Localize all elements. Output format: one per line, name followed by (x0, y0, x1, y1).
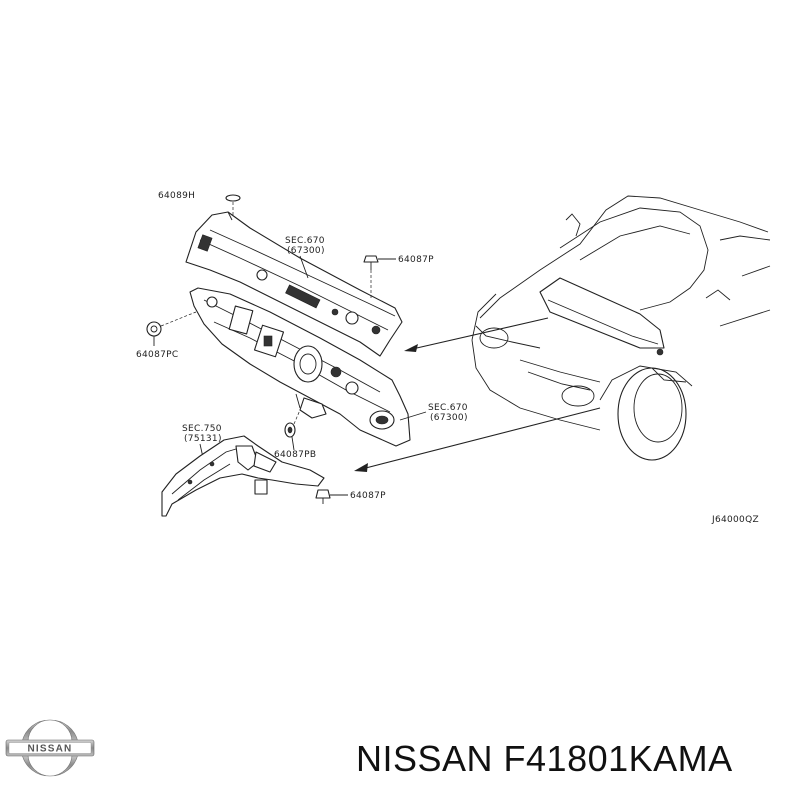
label-top-partial: 64089H (158, 191, 195, 201)
clip-64087PC (146, 311, 197, 346)
clip-64087P-top (363, 255, 396, 298)
label-sec670-top: SEC.670 (285, 236, 325, 246)
label-clip-64087P-top: 64087P (398, 255, 434, 265)
label-diagram-code: J64000QZ (711, 515, 759, 525)
arrow-to-bracket (354, 407, 601, 472)
label-sec750-ref: (75131) (184, 434, 222, 444)
label-sec670-mid-ref: (67300) (430, 413, 468, 423)
clip-64087P-bottom (315, 489, 348, 504)
part-number-title: NISSAN F41801KAMA (356, 738, 733, 779)
label-clip-64087P-bottom: 64087P (350, 491, 386, 501)
arrow-to-cowl (404, 317, 549, 352)
top-screw (225, 194, 241, 222)
side-bracket (161, 435, 325, 517)
dash-lower-panel (189, 287, 411, 447)
label-sec750: SEC.750 (182, 424, 222, 434)
nissan-logo-text: NISSAN (28, 744, 73, 755)
label-sec670-top-ref: (67300) (287, 246, 325, 256)
car-front-illustration (471, 195, 771, 461)
label-clip-64087PB: 64087PB (274, 450, 316, 460)
clip-64087PB (284, 409, 301, 451)
label-sec670-mid: SEC.670 (428, 403, 468, 413)
nissan-logo: NISSAN (5, 719, 95, 777)
label-clip-64087PC: 64087PC (136, 350, 178, 360)
cowl-top-panel (185, 211, 403, 357)
leader-sec670-top (299, 255, 309, 279)
leader-sec670-mid (399, 411, 427, 421)
